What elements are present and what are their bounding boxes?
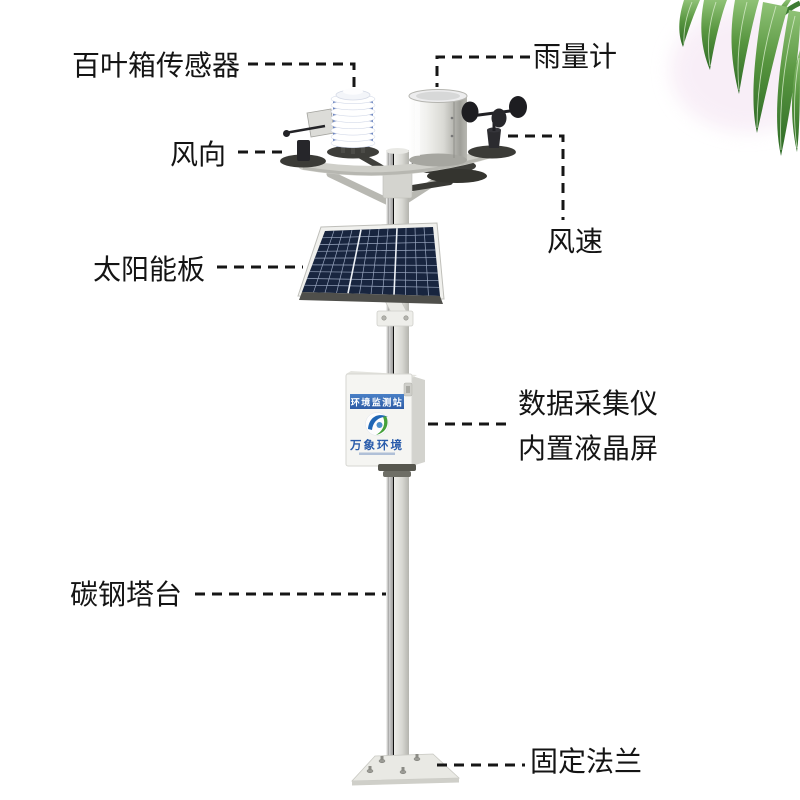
louver-leg (351, 146, 355, 154)
callout-line-louver-sensor (248, 62, 356, 92)
anemometer-sensor (461, 96, 527, 159)
box-brand-text: 万象环境 (349, 438, 404, 452)
louver-dome (343, 88, 363, 95)
anemometer-cup (509, 96, 527, 118)
pole-cap (386, 148, 409, 154)
label-wind-direction: 风向 (170, 138, 226, 171)
callout-line-rain-gauge (435, 55, 530, 87)
label-wind-speed: 风速 (547, 225, 603, 258)
vane-fin (306, 108, 335, 138)
anemometer-platform (468, 145, 516, 159)
crossarm (298, 148, 496, 176)
label-flange: 固定法兰 (530, 745, 642, 778)
vane-counterweight (283, 130, 290, 137)
panel-bottom-bar (299, 292, 443, 304)
palm-leaf (777, 10, 800, 156)
anemometer-body (487, 130, 501, 148)
box-latch-detail (406, 386, 410, 393)
gauge-screw (450, 134, 454, 138)
crossarm-shade (302, 154, 492, 176)
label-lcd-screen: 内置液晶屏 (518, 432, 658, 465)
louver-leg (341, 145, 345, 153)
solar-panel (297, 222, 445, 327)
gauge-streak (415, 100, 420, 156)
box-banner-text: 环境监测站 (351, 397, 404, 409)
control-box: 环境监测站 万象环境 (345, 371, 425, 477)
label-solar-panel: 太阳能板 (93, 253, 205, 286)
box-clamp-upper (378, 464, 416, 471)
gauge-screw (450, 116, 454, 120)
palm-leaves (670, 0, 800, 156)
label-tower: 碳钢塔台 (70, 578, 182, 611)
weather-station: 环境监测站 万象环境 (280, 88, 527, 786)
flange-plate (351, 753, 460, 782)
wind-vane-sensor (280, 108, 335, 168)
solar-pole-clamp (376, 310, 414, 327)
base-flange (351, 753, 460, 786)
callouts: 百叶箱传感器 雨量计 风向 风速 太阳能板 数据采集仪 内置液晶屏 碳钢塔台 固… (70, 40, 658, 778)
louver-shield-sensor (327, 88, 379, 159)
clamp-bolt (403, 315, 409, 321)
label-louver-sensor: 百叶箱传感器 (72, 49, 240, 82)
crossarm-tube (298, 148, 496, 176)
gauge-platform-wing (427, 169, 487, 183)
flange-bolts (366, 754, 421, 775)
box-clamp-lower (383, 471, 411, 477)
brand-subline (359, 452, 395, 455)
label-rain-gauge: 雨量计 (533, 40, 617, 73)
louver-rings (330, 94, 376, 148)
clamp-bolt (381, 315, 387, 321)
louver-leg (361, 145, 365, 153)
box-side (412, 376, 425, 466)
anemometer-cup (491, 108, 507, 128)
vane-pointer (284, 124, 326, 135)
vane-body (297, 140, 310, 161)
gauge-bottom (409, 153, 467, 167)
palm-leaf (753, 2, 788, 133)
palm-leaf (701, 0, 727, 70)
brand-logo (365, 412, 389, 436)
rain-gauge-sensor (408, 89, 468, 167)
panel-separators (347, 228, 398, 295)
anemometer-cup (461, 101, 479, 123)
gauge-funnel (416, 91, 460, 101)
palm-leaf (791, 50, 800, 152)
brace-left (326, 170, 401, 210)
box-banner (350, 394, 404, 409)
callout-line-wind-speed (508, 134, 565, 220)
leaf-midribs (683, 1, 800, 151)
label-data-collector: 数据采集仪 (518, 387, 658, 420)
flange-edge (352, 778, 459, 786)
